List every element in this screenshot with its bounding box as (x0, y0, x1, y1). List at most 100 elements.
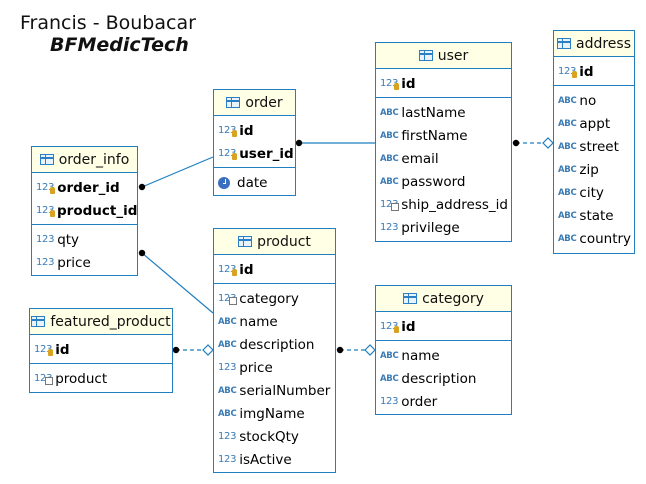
foreign-key-icon: 123 (380, 199, 400, 211)
entity-name: category (422, 290, 484, 307)
column-name: order (401, 393, 438, 410)
column-name: id (401, 318, 416, 335)
entity-header[interactable]: order (214, 90, 295, 116)
attribute-section: date (214, 167, 295, 196)
text-type-icon: ABC (380, 176, 399, 187)
entity-header[interactable]: featured_product (30, 309, 172, 335)
text-type-icon: ABC (380, 350, 399, 361)
foreign-key-icon: 123 (34, 373, 54, 385)
column-name: qty (57, 231, 80, 248)
entity-header[interactable]: address (554, 31, 634, 57)
relation-many-dot (138, 249, 146, 257)
primary-key-icon: 123 (380, 321, 400, 333)
table-icon (31, 316, 46, 327)
number-type-icon: 123 (218, 362, 237, 373)
number-type-icon: 123 (380, 396, 399, 407)
column-name: name (401, 347, 440, 364)
text-type-icon: ABC (218, 408, 237, 419)
entity-header[interactable]: category (376, 286, 511, 312)
column-name: privilege (401, 219, 460, 236)
column-name: user_id (239, 145, 294, 162)
column-name: lastName (401, 104, 466, 121)
relation-optional-diamond (364, 344, 376, 356)
text-type-icon: ABC (380, 130, 399, 141)
column-name: id (55, 341, 70, 358)
column-name: name (239, 313, 278, 330)
column-name: email (401, 150, 439, 167)
column-name: price (239, 359, 273, 376)
number-type-icon: 123 (36, 257, 55, 268)
column-name: id (579, 63, 594, 80)
entity-header[interactable]: order_info (32, 147, 137, 173)
relation-many-dot (295, 139, 303, 147)
table-icon (226, 97, 241, 108)
text-type-icon: ABC (558, 164, 577, 175)
entity-header[interactable]: user (376, 43, 511, 69)
text-type-icon: ABC (558, 210, 577, 221)
column-name: description (401, 370, 477, 387)
column-row[interactable]: date (214, 171, 295, 194)
diagram-subtitle: BFMedicTech (50, 34, 189, 56)
primary-key-icon: 123 (36, 205, 55, 217)
column-name: ship_address_id (401, 196, 508, 213)
text-type-icon: ABC (218, 385, 237, 396)
entity-header[interactable]: product (214, 229, 335, 255)
column-name: appt (579, 115, 611, 132)
text-type-icon: ABC (558, 187, 577, 198)
table-icon (39, 154, 54, 165)
entity-name: order_info (58, 151, 130, 168)
column-name: isActive (239, 451, 292, 468)
